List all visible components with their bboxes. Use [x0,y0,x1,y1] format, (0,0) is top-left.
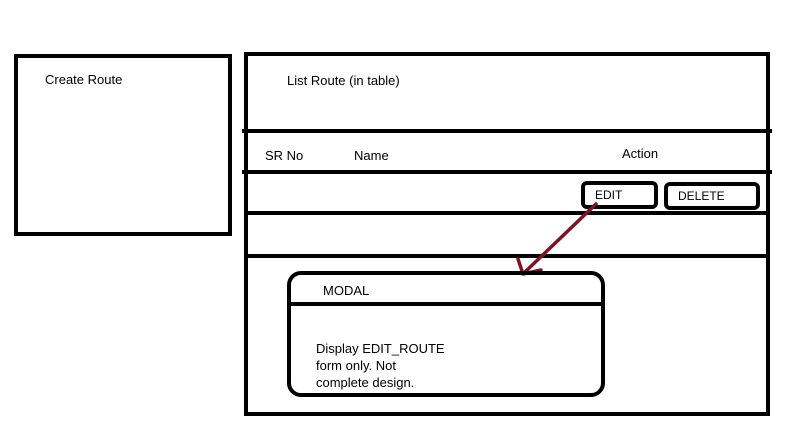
table-row-divider [244,211,770,215]
table-bottom-divider [244,254,770,258]
modal-body-line: complete design. [316,375,415,390]
modal-header-divider [291,302,601,306]
column-header-action: Action [622,146,659,161]
modal-title: MODAL [323,283,370,298]
table-header-top-divider [242,129,772,133]
modal-body-line: Display EDIT_ROUTE [316,341,445,356]
list-route-panel [244,52,770,416]
modal-body-line: form only. Not [316,358,396,373]
create-route-panel [14,54,232,236]
delete-button[interactable]: DELETE [664,182,760,210]
column-header-name: Name [354,148,389,163]
column-header-sr-no: SR No [265,148,304,163]
create-route-title: Create Route [45,72,123,87]
edit-modal: MODAL Display EDIT_ROUTE form only. Not … [287,271,605,397]
edit-button[interactable]: EDIT [581,181,658,209]
list-route-title: List Route (in table) [287,73,400,88]
table-header-bottom-divider [242,170,772,174]
modal-body: Display EDIT_ROUTE form only. Not comple… [316,340,445,391]
